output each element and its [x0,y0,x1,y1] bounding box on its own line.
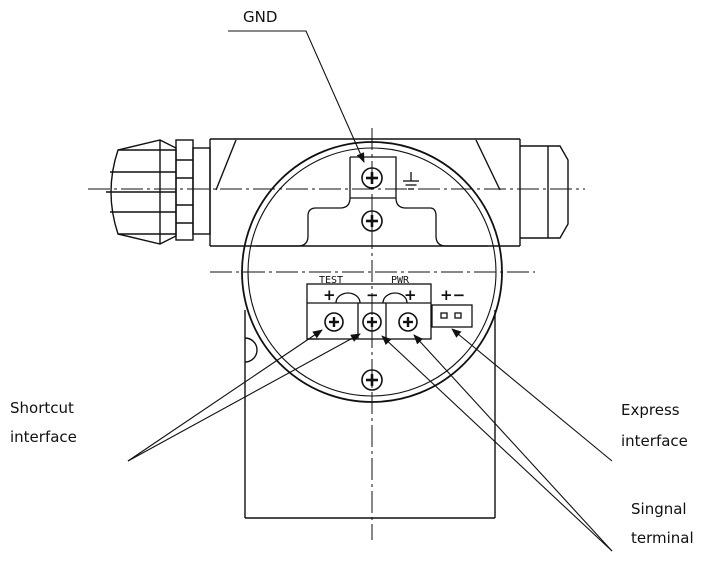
cable-gland [106,139,211,245]
test-plus-sign: + [323,286,336,304]
express-plus-minus: +− [440,286,465,304]
express-interface-callout-line1: Express [621,401,680,419]
pwr-plus-screw [398,312,418,332]
test-label: TEST [319,275,343,286]
leader-lines [127,30,613,552]
pwr-label: PWR [391,275,410,286]
common-minus-screw [362,312,382,332]
center-lines [88,128,585,540]
lower-mount-screw [361,369,383,391]
shortcut-interface-callout-line2: interface [10,428,77,446]
shortcut-interface-callout-line1: Shortcut [10,399,74,417]
minus-sign: − [366,286,379,304]
ground-symbol [403,172,419,190]
express-interface-callout-line2: interface [621,432,688,450]
upper-mount-screw [361,210,383,232]
right-plug [520,145,569,239]
terminal-block [256,156,488,340]
test-plus-screw [324,312,344,332]
housing-cover [241,141,503,403]
signal-terminal-callout-line2: terminal [631,529,694,547]
gnd-screw [361,167,383,189]
gnd-callout: GND [243,8,277,26]
pwr-plus-sign: + [404,286,417,304]
signal-terminal-callout-line1: Singnal [631,500,687,518]
